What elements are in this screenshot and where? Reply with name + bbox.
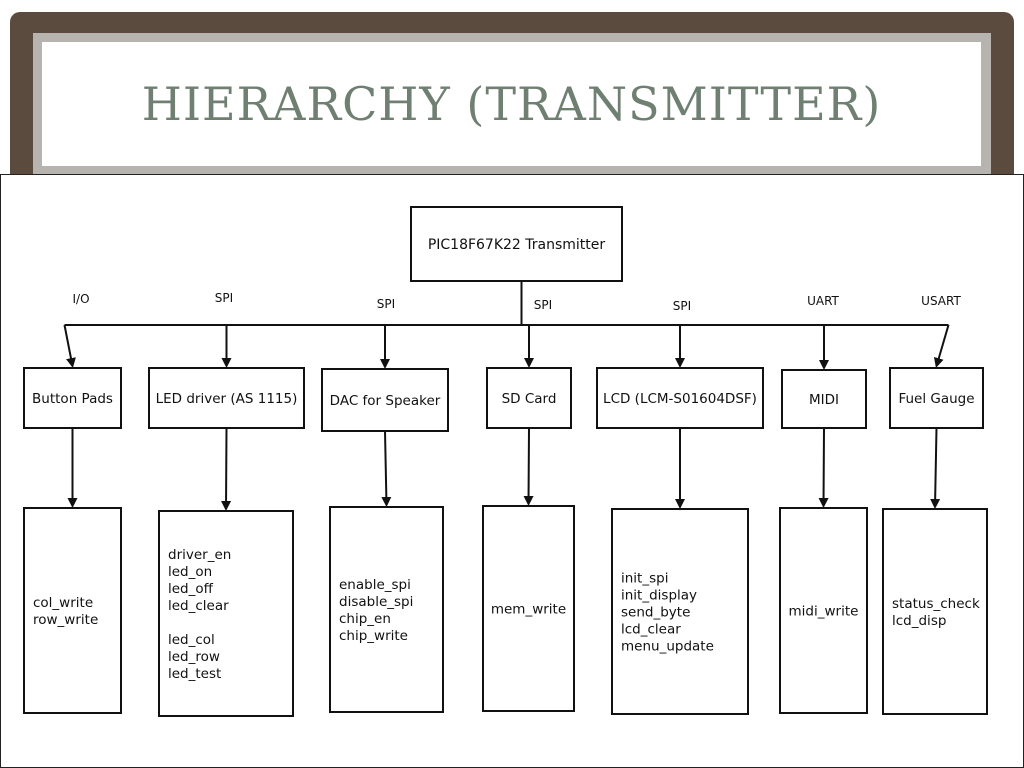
root-node: PIC18F67K22 Transmitter <box>410 206 623 282</box>
function-name: led_col <box>168 632 215 648</box>
module-box <box>321 368 449 432</box>
function-name: driver_en <box>168 547 231 563</box>
bus-drop-arrow <box>933 324 950 368</box>
function-name: led_row <box>168 649 220 665</box>
interface-label: I/O <box>72 292 89 306</box>
module-label: DAC for Speaker <box>330 393 441 409</box>
function-box <box>482 505 575 712</box>
function-name: menu_update <box>621 639 714 655</box>
function-name: row_write <box>33 612 98 628</box>
module-label: Fuel Gauge <box>898 391 974 407</box>
function-name: init_display <box>621 588 697 604</box>
module-label: LED driver (AS 1115) <box>156 391 298 407</box>
connectors <box>63 281 950 511</box>
function-name: send_byte <box>621 605 690 621</box>
module-sd-card: SPI SD Card mem_write <box>482 298 575 712</box>
function-name: init_spi <box>621 571 668 587</box>
function-name: lcd_disp <box>892 613 946 629</box>
interface-label: SPI <box>673 299 691 313</box>
function-name: midi_write <box>789 604 859 620</box>
interface-label: SPI <box>534 298 552 312</box>
interface-label: SPI <box>215 291 233 305</box>
function-name: chip_write <box>339 628 408 644</box>
module-midi: UART MIDI midi_write <box>779 294 868 714</box>
function-name: led_test <box>168 666 221 682</box>
function-arrow <box>930 427 941 509</box>
function-box <box>779 507 868 714</box>
root-label: PIC18F67K22 Transmitter <box>428 237 606 253</box>
interface-label: USART <box>921 294 961 308</box>
module-box <box>486 367 572 429</box>
interface-label: UART <box>807 294 839 308</box>
module-label: MIDI <box>809 392 839 408</box>
module-box <box>148 367 305 429</box>
function-name: status_check <box>892 596 980 612</box>
module-lcd: SPI LCD (LCM-S01604DSF) init_spiinit_displ… <box>596 299 764 715</box>
bus-drop-arrow <box>63 324 76 368</box>
module-box <box>781 369 867 429</box>
function-box <box>882 508 988 715</box>
title-box <box>42 42 981 166</box>
function-box <box>158 510 294 717</box>
module-label: Button Pads <box>32 391 113 407</box>
function-name: col_write <box>33 595 93 611</box>
function-name: enable_spi <box>339 577 411 593</box>
function-box <box>329 506 444 713</box>
function-name: disable_spi <box>339 594 413 610</box>
module-box <box>23 367 122 429</box>
function-name: led_off <box>168 581 214 597</box>
function-name: led_on <box>168 564 212 580</box>
module-box <box>596 367 764 429</box>
function-arrow <box>381 430 392 507</box>
function-box <box>23 507 122 714</box>
root-box <box>410 206 623 282</box>
function-box <box>611 508 749 715</box>
function-name: chip_en <box>339 611 391 627</box>
function-arrow <box>221 427 232 511</box>
interface-label: SPI <box>377 297 395 311</box>
function-name: mem_write <box>491 602 566 618</box>
function-name: led_clear <box>168 598 229 614</box>
slide-title: HIERARCHY (TRANSMITTER) <box>141 77 882 131</box>
module-box <box>889 367 984 429</box>
module-label: SD Card <box>502 391 557 407</box>
function-arrow <box>523 427 534 506</box>
module-label: LCD (LCM-S01604DSF) <box>603 391 757 407</box>
function-name: lcd_clear <box>621 622 681 638</box>
function-arrow <box>818 427 829 508</box>
